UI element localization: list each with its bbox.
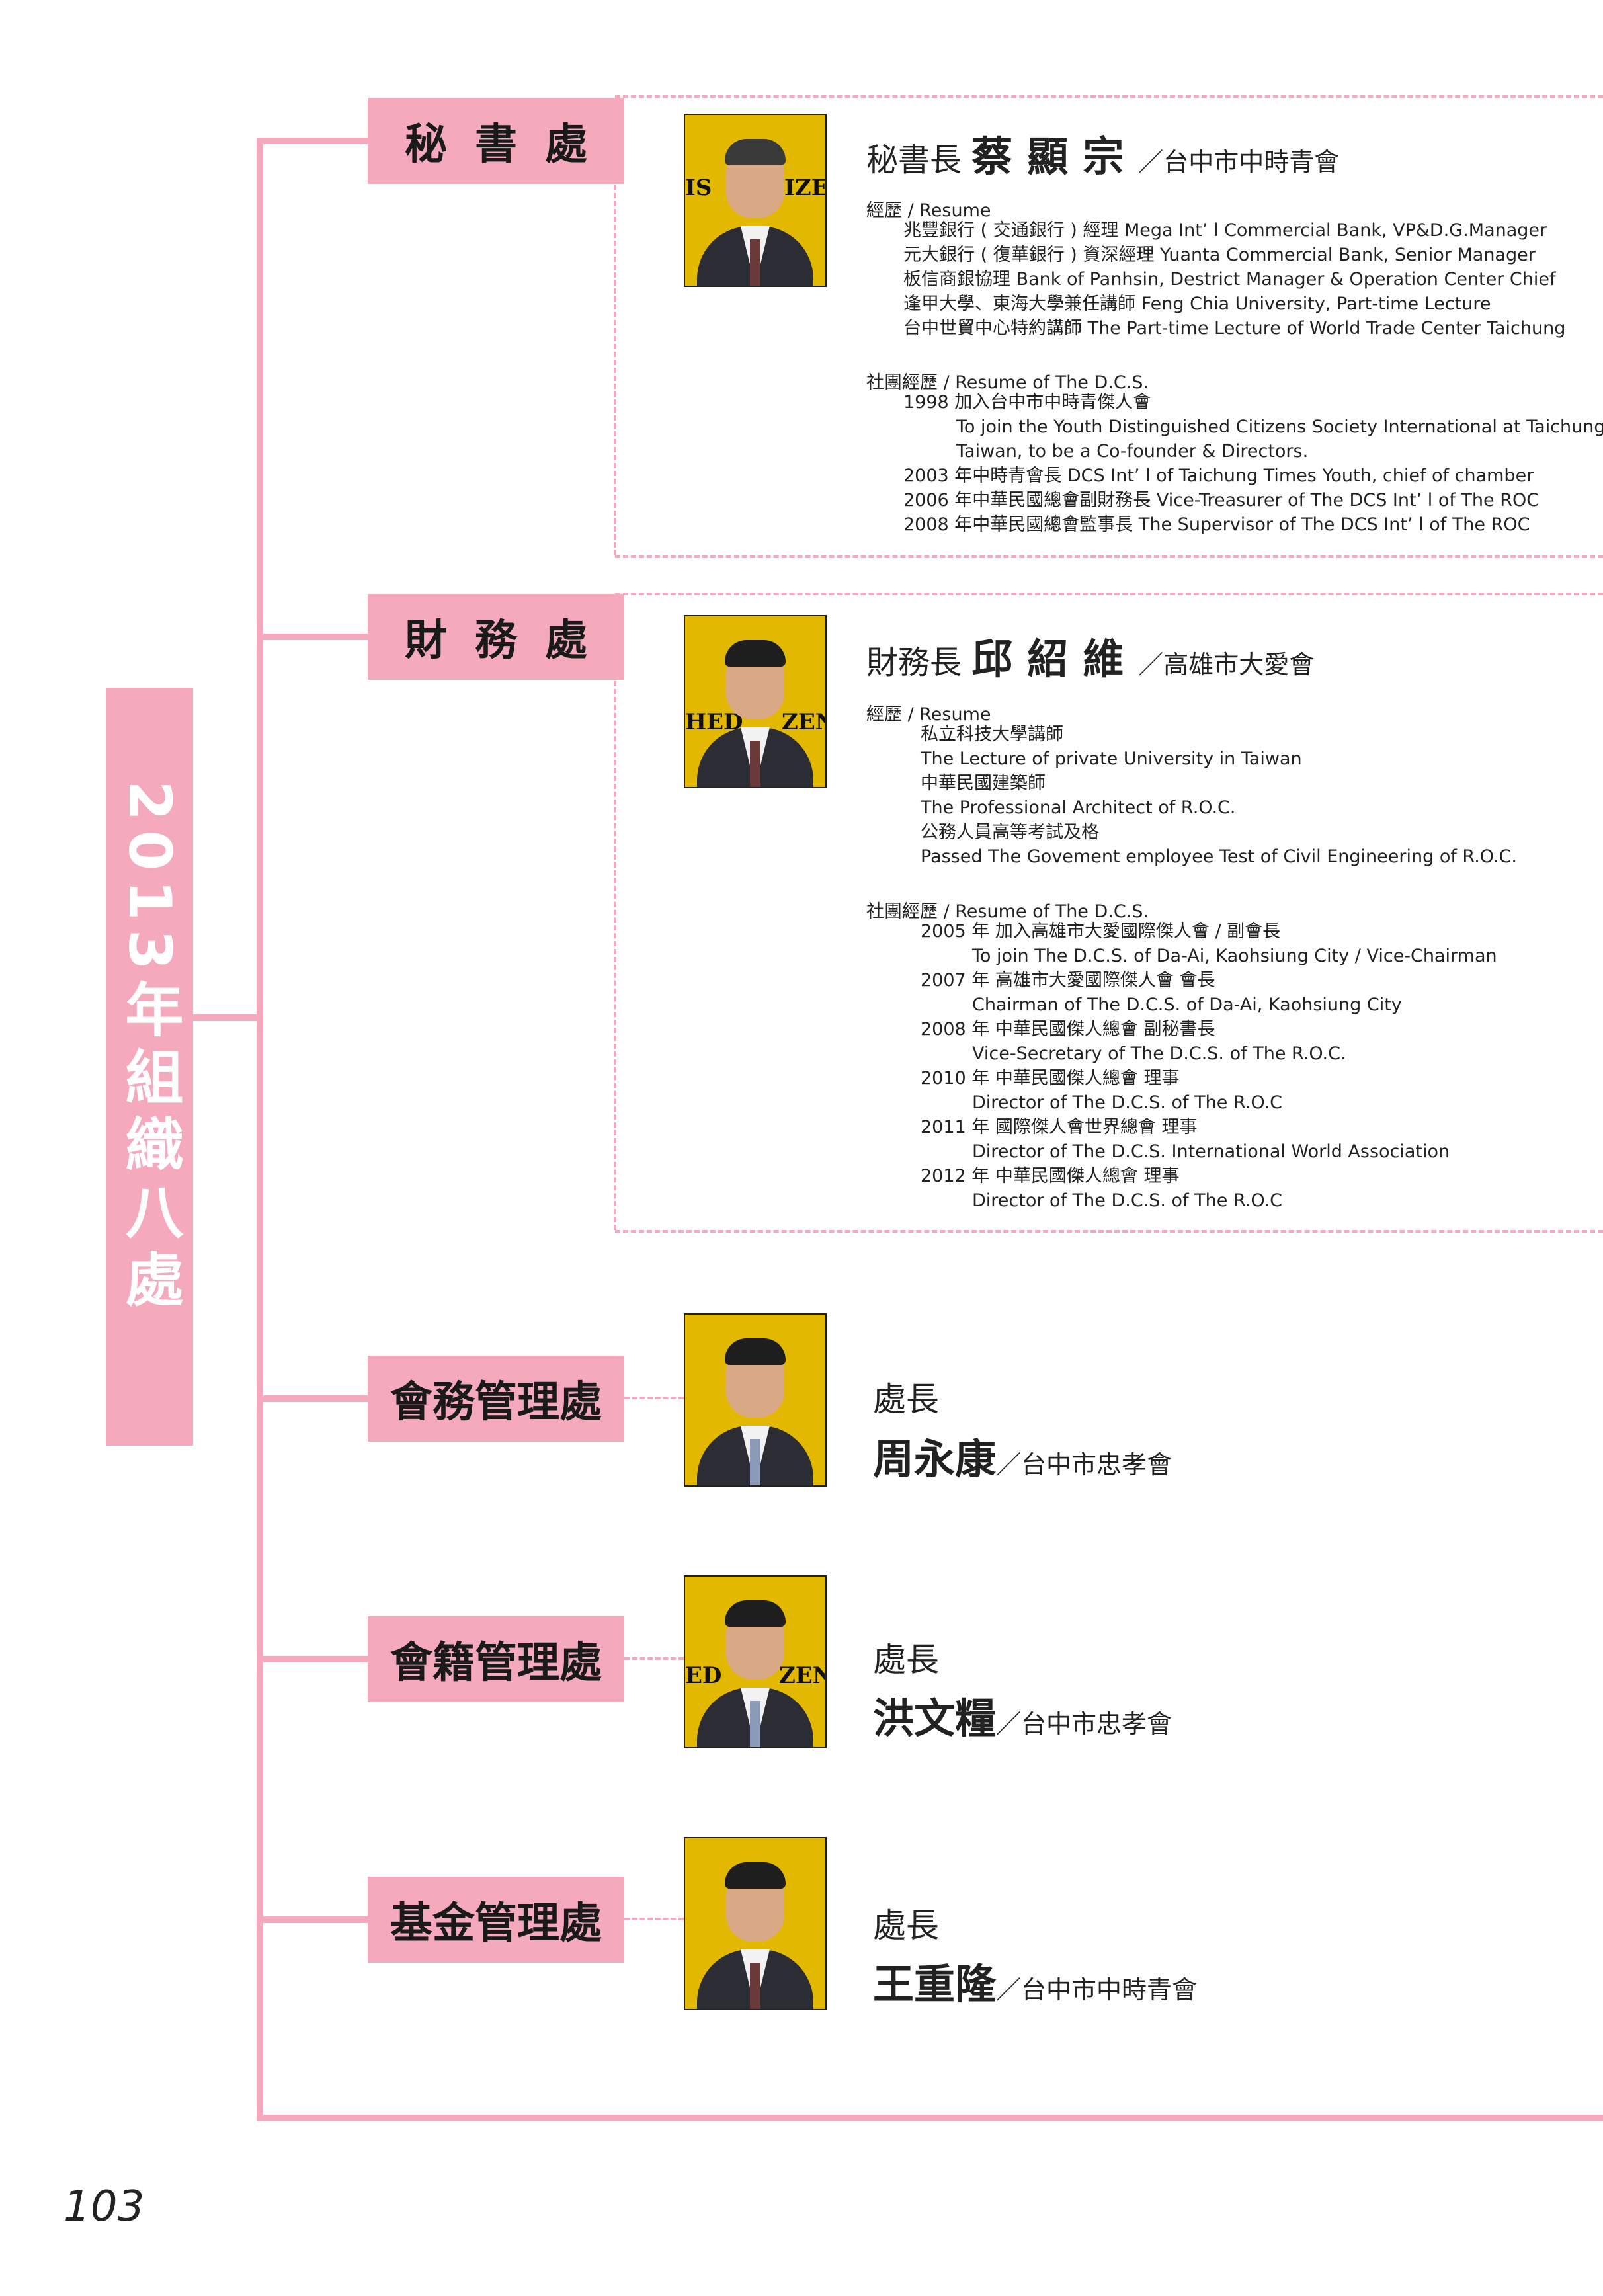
branch-line	[259, 1395, 370, 1402]
dcs-item: 2010 年 中華民國傑人總會 理事	[921, 1068, 1180, 1088]
resume-item: 台中世貿中心特約講師 The Part-time Lecture of Worl…	[903, 318, 1566, 339]
dcs-list: 1998 加入台中市中時青傑人會 To join the Youth Disti…	[903, 390, 1603, 537]
dashed-border-top	[615, 95, 1603, 98]
side-title-box: 2013年組織八處	[106, 688, 193, 1446]
resume-item: 中華民國建築師	[921, 773, 1046, 794]
side-title: 2013年組織八處	[116, 780, 184, 1317]
portrait-photo	[684, 1313, 827, 1487]
dcs-item: Director of The D.C.S. of The R.O.C	[972, 1092, 1282, 1113]
dcs-item: 2012 年 中華民國傑人總會 理事	[921, 1166, 1180, 1186]
dcs-item: 2008 年中華民國總會監事長 The Supervisor of The DC…	[903, 514, 1530, 535]
tree-bottom-line	[257, 2115, 1603, 2121]
dashed-connector	[624, 1657, 684, 1660]
resume-item: 逢甲大學、東海大學兼任講師 Feng Chia University, Part…	[903, 294, 1491, 314]
chief-title: 處長	[873, 1906, 939, 1945]
chief-title: 處長	[873, 1380, 939, 1418]
dcs-item: 2005 年 加入高雄市大愛國際傑人會 / 副會長	[921, 921, 1281, 942]
chief-name: 周永康／台中市忠孝會	[873, 1435, 1172, 1483]
dashed-border-bottom	[615, 555, 1603, 558]
dcs-item: 2003 年中時青會長 DCS Int’ l of Taichung Times…	[903, 466, 1534, 486]
dept-label-membership: 會籍管理處	[368, 1616, 624, 1702]
resume-list: 兆豐銀行 ( 交通銀行 ) 經理 Mega Int’ l Commercial …	[903, 218, 1565, 341]
person-heading: 秘書長 蔡顯宗／台中市中時青會	[866, 132, 1340, 181]
chief-name: 王重隆／台中市中時青會	[873, 1960, 1198, 2008]
page-number: 103	[63, 2182, 145, 2231]
dcs-item: 1998 加入台中市中時青傑人會	[903, 392, 1151, 413]
title-connector-line	[193, 1014, 259, 1021]
dcs-item: Taiwan, to be a Co-founder & Directors.	[956, 441, 1309, 462]
branch-line	[259, 1916, 370, 1923]
dashed-border-left	[614, 185, 616, 555]
dashed-connector	[624, 1397, 684, 1399]
dept-label-secretariat: 秘書處	[368, 98, 624, 184]
dcs-list: 2005 年 加入高雄市大愛國際傑人會 / 副會長 To join The D.…	[921, 919, 1497, 1213]
chief-title: 處長	[873, 1641, 939, 1679]
dept-label-affairs: 會務管理處	[368, 1356, 624, 1442]
resume-item: 兆豐銀行 ( 交通銀行 ) 經理 Mega Int’ l Commercial …	[903, 220, 1547, 241]
resume-item: 公務人員高等考試及格	[921, 822, 1099, 842]
dashed-connector	[624, 1918, 684, 1920]
dcs-item: Chairman of The D.C.S. of Da-Ai, Kaohsiu…	[972, 995, 1402, 1015]
portrait-photo	[684, 1837, 827, 2010]
portrait-photo: IS IZE	[684, 114, 827, 287]
resume-header: 經歷 / Resume	[866, 704, 991, 725]
tree-trunk-line	[257, 138, 263, 2121]
branch-line	[259, 138, 370, 144]
dept-label-finance: 財務處	[368, 594, 624, 680]
dashed-border-bottom	[615, 1230, 1603, 1233]
dcs-item: 2006 年中華民國總會副財務長 Vice-Treasurer of The D…	[903, 490, 1540, 511]
dashed-border-left	[614, 681, 616, 1230]
dcs-item: Vice-Secretary of The D.C.S. of The R.O.…	[972, 1044, 1346, 1064]
dcs-header: 社團經歷 / Resume of The D.C.S.	[866, 901, 1149, 922]
branch-line	[259, 1656, 370, 1662]
dcs-item: 2011 年 國際傑人會世界總會 理事	[921, 1117, 1198, 1137]
resume-header: 經歷 / Resume	[866, 200, 991, 221]
dcs-header: 社團經歷 / Resume of The D.C.S.	[866, 372, 1149, 393]
dcs-item: To join the Youth Distinguished Citizens…	[956, 417, 1603, 437]
dcs-item: To join The D.C.S. of Da-Ai, Kaohsiung C…	[972, 946, 1497, 966]
resume-item: Passed The Govement employee Test of Civ…	[921, 846, 1517, 867]
dcs-item: Director of The D.C.S. International Wor…	[972, 1141, 1450, 1162]
portrait-photo: HED ZENS	[684, 615, 827, 788]
resume-item: 私立科技大學講師	[921, 724, 1063, 745]
dcs-item: Director of The D.C.S. of The R.O.C	[972, 1190, 1282, 1211]
dashed-border-top	[615, 593, 1603, 595]
resume-item: The Professional Architect of R.O.C.	[921, 798, 1236, 818]
resume-list: 私立科技大學講師 The Lecture of private Universi…	[921, 722, 1517, 869]
dcs-item: 2008 年 中華民國傑人總會 副秘書長	[921, 1019, 1215, 1040]
dept-label-fund: 基金管理處	[368, 1877, 624, 1963]
portrait-photo: ED ZENS	[684, 1575, 827, 1748]
person-heading: 財務長 邱紹維／高雄市大愛會	[866, 635, 1315, 683]
chief-name: 洪文糧／台中市忠孝會	[873, 1694, 1172, 1742]
branch-line	[259, 634, 370, 640]
dcs-item: 2007 年 高雄市大愛國際傑人會 會長	[921, 970, 1215, 991]
resume-item: 板信商銀協理 Bank of Panhsin, Destrict Manager…	[903, 269, 1556, 290]
resume-item: 元大銀行 ( 復華銀行 ) 資深經理 Yuanta Commercial Ban…	[903, 245, 1536, 265]
resume-item: The Lecture of private University in Tai…	[921, 749, 1302, 769]
